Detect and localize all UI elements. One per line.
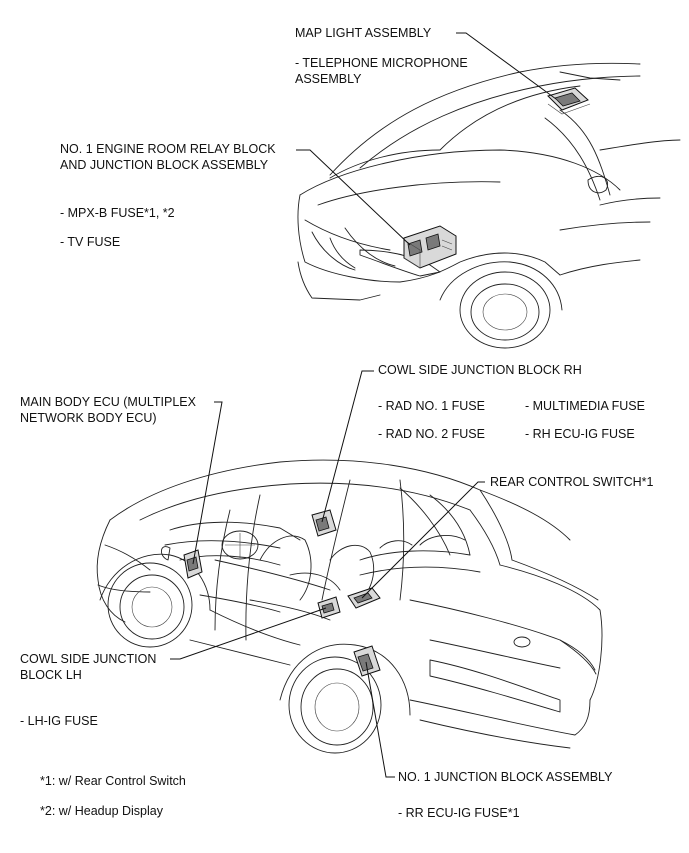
rh-ecu-ig-fuse-label: - RH ECU-IG FUSE: [525, 427, 635, 441]
cowl-rh-label: COWL SIDE JUNCTION BLOCK RH: [378, 363, 582, 377]
map-light-component: [547, 87, 591, 115]
footnote-1: *1: w/ Rear Control Switch: [40, 774, 186, 788]
top-car-drawing: [297, 62, 681, 349]
multimedia-fuse-label: - MULTIMEDIA FUSE: [525, 399, 645, 413]
engine-relay-block-component: [403, 225, 457, 269]
top-leader-lines: [296, 32, 557, 246]
junction-block-label: NO. 1 JUNCTION BLOCK ASSEMBLY: [398, 770, 613, 784]
footnote-2: *2: w/ Headup Display: [40, 804, 163, 818]
tv-fuse-label: - TV FUSE: [60, 235, 121, 249]
rear-control-switch-component: [347, 587, 381, 609]
mpx-b-fuse-label: - MPX-B FUSE*1, *2: [60, 206, 175, 220]
main-body-ecu-label-line1: MAIN BODY ECU (MULTIPLEX: [20, 395, 196, 409]
telephone-mic-label-line2: ASSEMBLY: [295, 72, 362, 86]
bottom-leader-lines: [170, 370, 485, 778]
map-light-label: MAP LIGHT ASSEMBLY: [295, 26, 432, 40]
engine-relay-label-line2: AND JUNCTION BLOCK ASSEMBLY: [60, 158, 269, 172]
rad1-fuse-label: - RAD NO. 1 FUSE: [378, 399, 485, 413]
rear-control-switch-label: REAR CONTROL SWITCH*1: [490, 475, 654, 489]
rad2-fuse-label: - RAD NO. 2 FUSE: [378, 427, 485, 441]
bottom-car-drawing: [96, 459, 603, 754]
lh-ig-fuse-label: - LH-IG FUSE: [20, 714, 98, 728]
engine-relay-label-line1: NO. 1 ENGINE ROOM RELAY BLOCK: [60, 142, 276, 156]
junction-block-component: [353, 645, 381, 677]
cowl-lh-component: [317, 596, 341, 619]
main-body-ecu-label-line2: NETWORK BODY ECU): [20, 411, 157, 425]
cowl-rh-component: [311, 509, 337, 537]
cowl-lh-label-line2: BLOCK LH: [20, 668, 82, 682]
telephone-mic-label-line1: - TELEPHONE MICROPHONE: [295, 56, 468, 70]
cowl-lh-label-line1: COWL SIDE JUNCTION: [20, 652, 157, 666]
rr-ecu-ig-fuse-label: - RR ECU-IG FUSE*1: [398, 806, 520, 820]
